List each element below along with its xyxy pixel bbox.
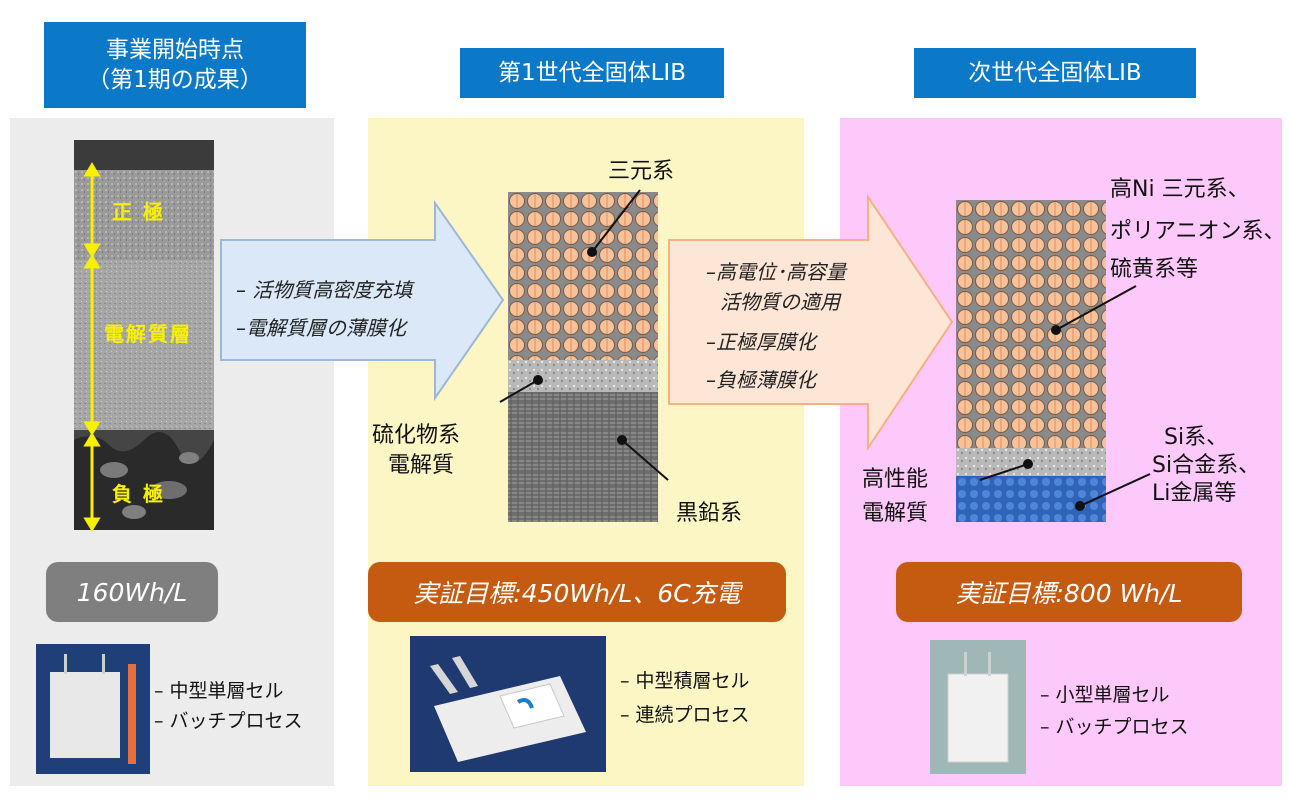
arrow2-item-3: –正極厚膜化 <box>706 330 816 354</box>
label-graphite: 黒鉛系 <box>676 501 743 526</box>
arrow-improvement-1 <box>220 199 505 402</box>
thickness-arrows <box>83 162 101 532</box>
label-sulfide-1: 硫化物系 <box>372 423 461 448</box>
header-initial-line1: 事業開始時点 <box>106 37 244 63</box>
col3-bullet-2: – バッチプロセス <box>1040 716 1189 738</box>
arrow1-item-2: –電解質層の薄膜化 <box>236 316 406 340</box>
label-negative-electrode: 負 極 <box>112 482 165 506</box>
photo-medium-single-cell <box>36 644 150 774</box>
label-positive-electrode: 正 極 <box>112 200 165 224</box>
label-electrolyte-layer: 電解質層 <box>104 322 192 346</box>
photo-medium-stacked-cell <box>410 636 606 772</box>
arrow2-item-2: 活物質の適用 <box>720 290 840 314</box>
header-next-gen: 次世代全固体LIB <box>914 48 1196 98</box>
label-cathode-3: 硫黄系等 <box>1110 257 1199 282</box>
header-initial: 事業開始時点 （第1期の成果） <box>44 22 306 108</box>
label-anode-3: Li金属等 <box>1152 481 1237 506</box>
label-hp-electrolyte-1: 高性能 <box>862 467 929 492</box>
col2-bullet-1: – 中型積層セル <box>620 670 750 692</box>
arrow2-item-1: –高電位･高容量 <box>706 260 846 284</box>
cross-section-image <box>74 140 214 530</box>
label-anode-1: Si系、 <box>1164 425 1229 450</box>
col1-bullet-1: – 中型単層セル <box>154 680 284 702</box>
header-first-gen: 第1世代全固体LIB <box>460 48 724 98</box>
col3-bullet-1: – 小型単層セル <box>1040 684 1170 706</box>
label-cathode-1: 高Ni 三元系、 <box>1110 177 1250 202</box>
header-initial-line2: （第1期の成果） <box>87 67 263 93</box>
target-initial: 160Wh/L <box>46 562 218 622</box>
col1-bullet-2: – バッチプロセス <box>154 710 303 732</box>
photo-small-single-cell <box>930 640 1026 774</box>
label-ternary: 三元系 <box>608 159 675 184</box>
first-gen-cell-structure <box>508 192 658 522</box>
target-next-gen: 実証目標:800 Wh/L <box>896 562 1242 622</box>
target-first-gen: 実証目標:450Wh/L、6C充電 <box>368 562 786 622</box>
arrow2-item-4: –負極薄膜化 <box>706 368 816 392</box>
col2-bullet-2: – 連続プロセス <box>620 704 750 726</box>
arrow1-item-1: – 活物質高密度充填 <box>236 278 413 302</box>
arrow-improvement-2 <box>668 193 954 452</box>
label-sulfide-2: 電解質 <box>388 453 455 478</box>
label-cathode-2: ポリアニオン系、 <box>1110 219 1286 244</box>
label-hp-electrolyte-2: 電解質 <box>862 501 929 526</box>
label-anode-2: Si合金系、 <box>1152 453 1261 478</box>
next-gen-cell-structure <box>956 200 1106 522</box>
